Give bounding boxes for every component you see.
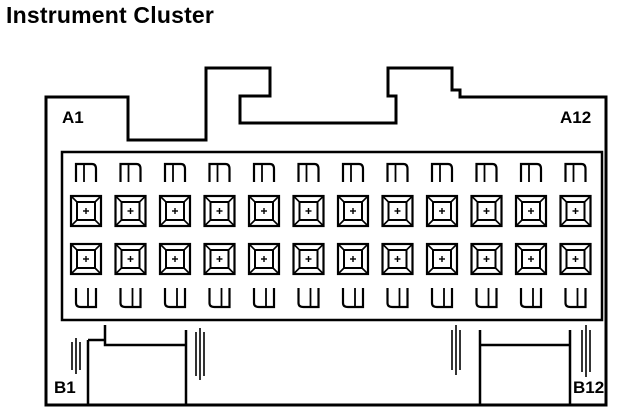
pin-latch-top (252, 162, 276, 182)
pin-latch-top (297, 162, 320, 182)
pin-latch-bottom (297, 288, 320, 309)
terminal-row-a (247, 194, 281, 228)
terminal-row-b (514, 242, 548, 276)
terminal-row-b (158, 242, 192, 276)
pin-latch-top (208, 162, 231, 182)
terminal-row-b (381, 242, 414, 276)
left-latch (86, 325, 188, 405)
pin-latch-bottom (475, 288, 498, 309)
pin-latch-bottom (519, 288, 543, 309)
pin-latch-bottom (341, 288, 365, 309)
terminal-row-a (292, 194, 325, 228)
terminal-row-a (425, 194, 459, 228)
pin-latch-top (475, 162, 498, 182)
pin-latch-bottom (252, 288, 276, 309)
right-latch (478, 330, 572, 405)
terminal-row-a (381, 194, 414, 228)
terminal-row-b (69, 242, 103, 276)
connector-face (60, 150, 604, 322)
terminal-row-b (336, 242, 370, 276)
pin-latch-bottom (74, 288, 98, 309)
terminal-row-b (470, 242, 503, 276)
diagram-title: Instrument Cluster (6, 2, 215, 28)
pin-latch-top (430, 162, 454, 182)
terminal-row-a (470, 194, 503, 228)
pin-label-b12: B12 (573, 378, 605, 397)
pin-latch-top (564, 162, 587, 182)
terminal-row-b (425, 242, 459, 276)
pin-latch-top (163, 162, 187, 182)
terminal-row-a (203, 194, 236, 228)
terminal-row-a (514, 194, 548, 228)
terminal-row-a (158, 194, 192, 228)
pin-latch-bottom (386, 288, 409, 309)
terminal-row-a (336, 194, 370, 228)
pin-latch-bottom (119, 288, 142, 309)
pin-latch-top (386, 162, 409, 182)
connector-housing (44, 66, 608, 407)
terminal-row-b (559, 242, 592, 276)
terminal-row-b (292, 242, 325, 276)
pin-latch-bottom (208, 288, 231, 309)
pin-latch-bottom (430, 288, 454, 309)
terminal-row-b (114, 242, 147, 276)
terminal-row-b (247, 242, 281, 276)
terminal-row-a (69, 194, 103, 228)
pin-latch-top (74, 162, 98, 182)
pin-label-a1: A1 (62, 108, 84, 127)
pin-latch-top (119, 162, 142, 182)
pin-latch-bottom (564, 288, 587, 309)
pin-label-b1: B1 (54, 378, 76, 397)
terminal-row-a (114, 194, 147, 228)
pin-label-a12: A12 (560, 108, 592, 127)
pin-latch-top (341, 162, 365, 182)
terminal-row-a (559, 194, 592, 228)
terminal-row-b (203, 242, 236, 276)
pin-latch-bottom (163, 288, 187, 309)
pin-latch-top (519, 162, 543, 182)
